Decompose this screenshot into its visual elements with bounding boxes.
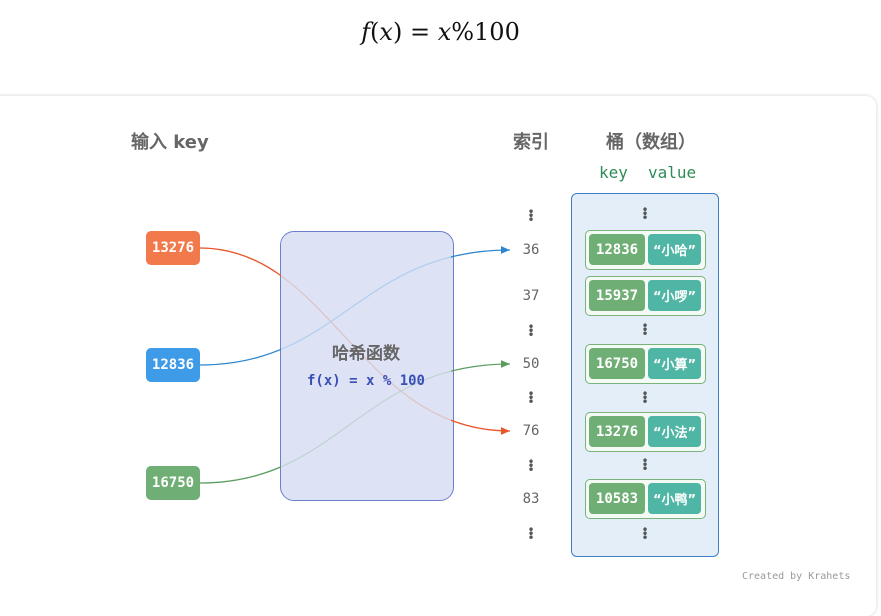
key-column-label: key — [599, 163, 628, 182]
bucket-ellipsis: ••• — [641, 319, 649, 341]
formula-eq: = — [402, 18, 438, 46]
bucket-index: 50 — [522, 356, 540, 372]
bucket-entry-key: 12836 — [589, 234, 645, 265]
bucket-entry: 16750 “小算” — [585, 344, 706, 384]
bucket-ellipsis: ••• — [641, 203, 649, 225]
input-key-box: 12836 — [146, 348, 200, 382]
index-heading: 索引 — [513, 132, 549, 153]
bucket-entry: 13276 “小法” — [585, 412, 706, 452]
bucket-entry-key: 10583 — [589, 483, 645, 514]
formula-open: ( — [370, 18, 380, 46]
credit-text: Created by Krahets — [742, 571, 851, 582]
bucket-entry-key: 13276 — [589, 416, 645, 447]
bucket-entry-key: 15937 — [589, 280, 645, 311]
formula-rhs: %100 — [451, 18, 520, 46]
input-key-heading: 输入 key — [131, 132, 209, 153]
bucket-ellipsis: ••• — [641, 387, 649, 409]
index-ellipsis: ••• — [527, 523, 535, 545]
input-key-box: 16750 — [146, 466, 200, 500]
input-key-box: 13276 — [146, 231, 200, 265]
bucket-ellipsis: ••• — [641, 454, 649, 476]
bucket-entry-value: “小法” — [648, 416, 701, 447]
value-column-label: value — [648, 163, 697, 182]
formula-rhs-var: x — [437, 18, 452, 46]
bucket-index: 36 — [522, 242, 540, 258]
bucket-entry-value: “小哈” — [648, 234, 701, 265]
index-ellipsis: ••• — [527, 205, 535, 227]
hash-formula-title: f(x) = x%100 — [0, 18, 881, 46]
bucket-entry-value: “小啰” — [648, 280, 701, 311]
index-ellipsis: ••• — [527, 320, 535, 342]
hash-function-title: 哈希函数 — [332, 344, 400, 364]
bucket-entry-key: 16750 — [589, 348, 645, 379]
index-ellipsis: ••• — [527, 387, 535, 409]
bucket-entry: 15937 “小啰” — [585, 276, 706, 316]
bucket-heading: 桶（数组） — [606, 132, 696, 153]
bucket-index: 83 — [522, 491, 540, 507]
index-ellipsis: ••• — [527, 455, 535, 477]
hash-function-expression: f(x) = x % 100 — [306, 373, 425, 389]
hash-box-overlay — [281, 232, 451, 498]
bucket-index: 76 — [522, 423, 540, 439]
formula-f: f — [361, 18, 371, 46]
bucket-entry: 10583 “小鸭” — [585, 479, 706, 519]
bucket-ellipsis: ••• — [641, 523, 649, 545]
formula-close: ) — [392, 18, 403, 46]
bucket-entry-value: “小鸭” — [648, 483, 701, 514]
formula-x: x — [379, 18, 393, 46]
bucket-index: 37 — [522, 288, 540, 304]
bucket-entry: 12836 “小哈” — [585, 230, 706, 270]
bucket-entry-value: “小算” — [648, 348, 701, 379]
